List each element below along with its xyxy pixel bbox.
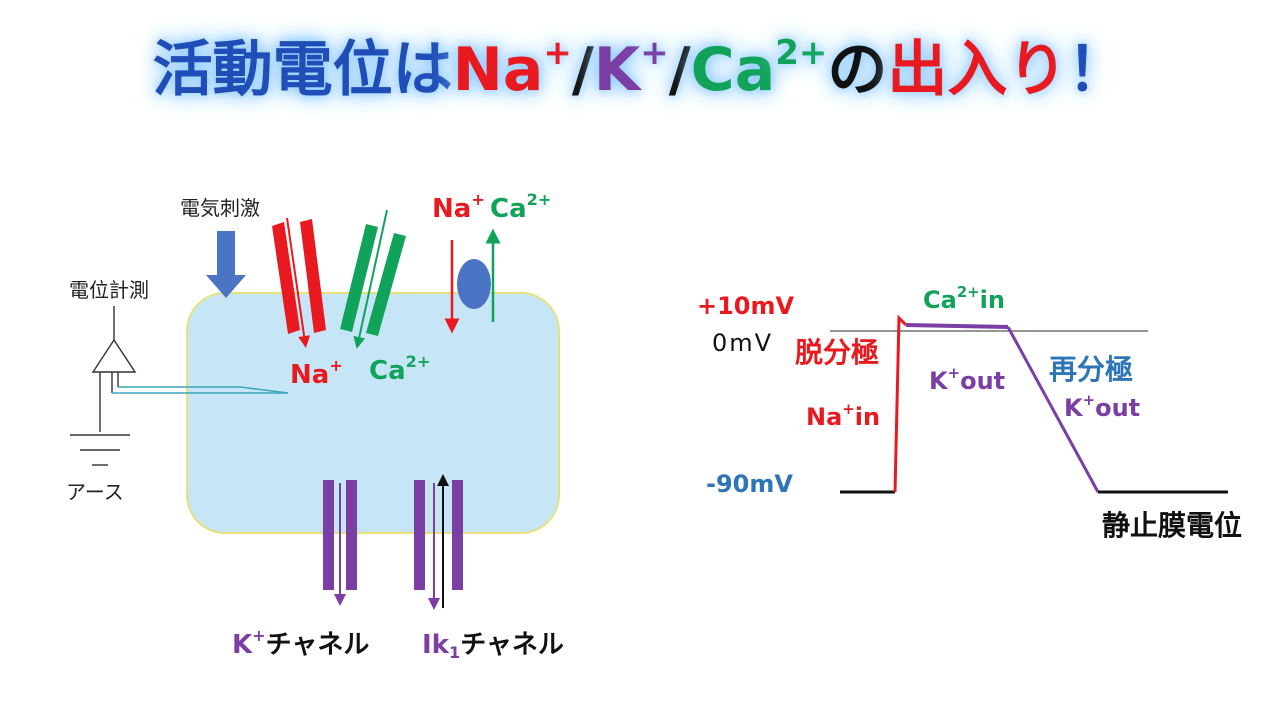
- exchanger-ca-label: Ca2+: [490, 189, 552, 224]
- ik1-channel-label: Ik1チャネル: [422, 630, 564, 662]
- ca-channel-icon: [340, 209, 406, 349]
- stimulus-label: 電気刺激: [180, 196, 260, 220]
- na-channel-icon: [272, 217, 326, 348]
- na-in-label: Na+in: [806, 399, 881, 431]
- title-no: の: [827, 35, 888, 105]
- measurement-electrode-icon: [91, 306, 289, 432]
- minus90-label: -90mV: [706, 470, 793, 498]
- depolarization-label: 脱分極: [795, 336, 880, 369]
- k-channel-icon: [323, 480, 357, 606]
- exchanger-icon: [444, 228, 501, 334]
- title-k: K+: [593, 33, 669, 105]
- cell-body: [186, 292, 560, 534]
- resting-potential-label: 静止膜電位: [1102, 509, 1243, 542]
- title-slash1: /: [571, 35, 594, 105]
- page-title: 活動電位はNa+/K+/Ca2+の出入り！: [0, 22, 1280, 118]
- na-inside-label: Na+: [290, 355, 343, 390]
- exchanger-na-label: Na+: [432, 189, 485, 224]
- ca-inside-label: Ca2+: [369, 351, 431, 386]
- plus10-label: +10mV: [697, 292, 795, 320]
- title-part1: 活動電位は: [152, 35, 453, 105]
- ca-in-label: Ca2+in: [923, 282, 1005, 314]
- title-bang: ！: [1067, 35, 1128, 105]
- title-na: Na+: [452, 33, 572, 105]
- k-out-plateau-label: K+out: [929, 363, 1006, 395]
- title-action: 出入り: [887, 35, 1068, 105]
- zero-label: 0mV: [712, 329, 774, 357]
- k-out-repol-label: K+out: [1064, 390, 1141, 422]
- title-slash2: /: [668, 35, 691, 105]
- measurement-label: 電位計測: [69, 278, 149, 302]
- ground-label: アース: [66, 480, 124, 504]
- repolarization-label: 再分極: [1049, 353, 1134, 386]
- k-channel-label: K+チャネル: [232, 625, 370, 660]
- ground-icon: [70, 434, 130, 466]
- stimulus-arrow-icon: [206, 231, 246, 298]
- title-ca: Ca2+: [690, 33, 828, 105]
- action-potential-trace: [830, 314, 1228, 494]
- ik1-channel-icon: [414, 474, 463, 610]
